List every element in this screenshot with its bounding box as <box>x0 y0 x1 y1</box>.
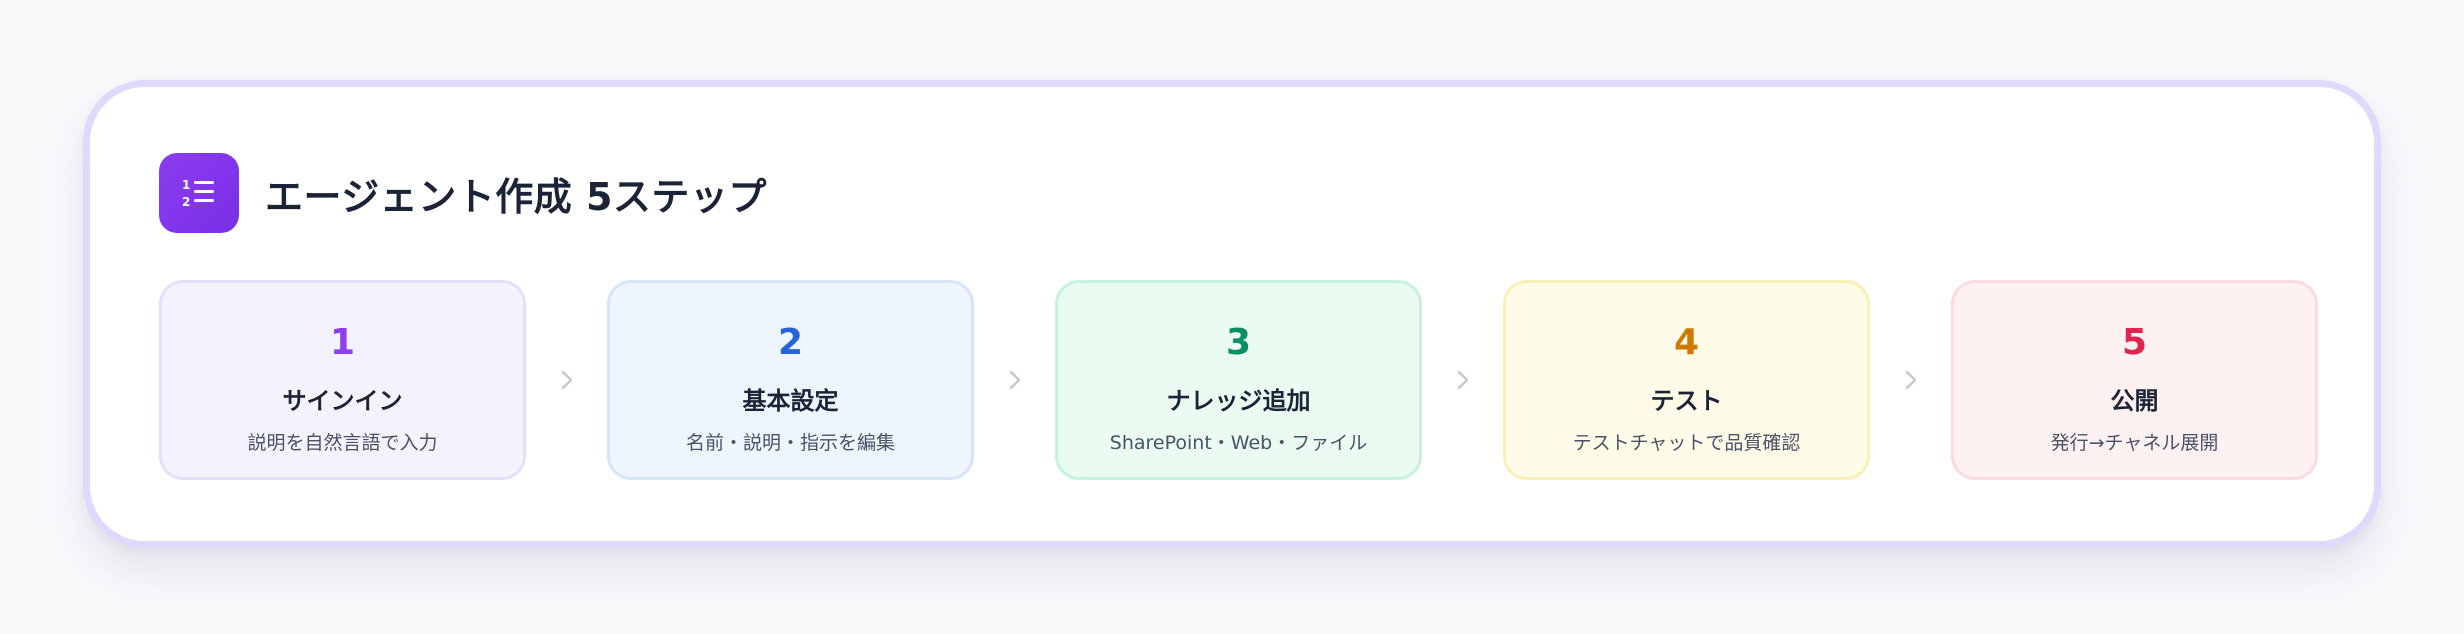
page-title: エージェント作成 5ステップ <box>265 174 767 219</box>
step-title: テスト <box>1650 387 1723 415</box>
steps-card: 1 2 エージェント作成 5ステップ 1 サインイン 説明を自然言語で入力 2 … <box>83 80 2381 548</box>
numbered-list-icon: 1 2 <box>159 153 239 233</box>
step-description: SharePoint・Web・ファイル <box>1109 432 1368 454</box>
step-title: サインイン <box>282 387 403 415</box>
step-description: 説明を自然言語で入力 <box>247 432 438 454</box>
step-card-1: 1 サインイン 説明を自然言語で入力 <box>159 280 526 480</box>
step-description: テストチャットで品質確認 <box>1572 432 1801 454</box>
chevron-right-icon <box>1870 280 1951 480</box>
step-card-5: 5 公開 発行→チャネル展開 <box>1951 280 2318 480</box>
step-title: 基本設定 <box>742 387 839 415</box>
chevron-right-icon <box>526 280 607 480</box>
step-number: 4 <box>1673 322 1700 363</box>
chevron-right-icon <box>974 280 1055 480</box>
step-description: 名前・説明・指示を編集 <box>685 432 895 454</box>
step-title: ナレッジ追加 <box>1166 387 1311 415</box>
step-card-2: 2 基本設定 名前・説明・指示を編集 <box>607 280 974 480</box>
step-number: 1 <box>329 322 356 363</box>
step-number: 3 <box>1225 322 1252 363</box>
step-title: 公開 <box>2110 387 2159 415</box>
card-header: 1 2 エージェント作成 5ステップ <box>159 153 767 233</box>
step-number: 5 <box>2121 322 2148 363</box>
svg-text:1: 1 <box>182 178 190 192</box>
step-description: 発行→チャネル展開 <box>2050 432 2219 454</box>
step-number: 2 <box>777 322 804 363</box>
svg-text:2: 2 <box>182 195 190 209</box>
step-card-3: 3 ナレッジ追加 SharePoint・Web・ファイル <box>1055 280 1422 480</box>
chevron-right-icon <box>1422 280 1503 480</box>
steps-row: 1 サインイン 説明を自然言語で入力 2 基本設定 名前・説明・指示を編集 3 … <box>159 280 2318 480</box>
step-card-4: 4 テスト テストチャットで品質確認 <box>1503 280 1870 480</box>
